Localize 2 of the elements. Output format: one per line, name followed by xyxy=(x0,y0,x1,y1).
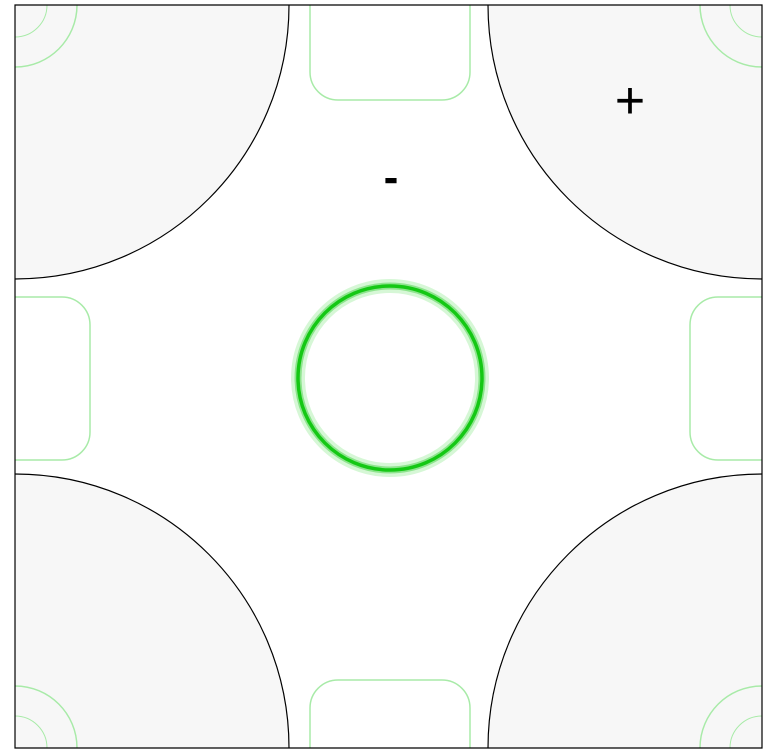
charge-sign: - xyxy=(385,178,397,184)
charge-sign: + xyxy=(617,88,643,114)
